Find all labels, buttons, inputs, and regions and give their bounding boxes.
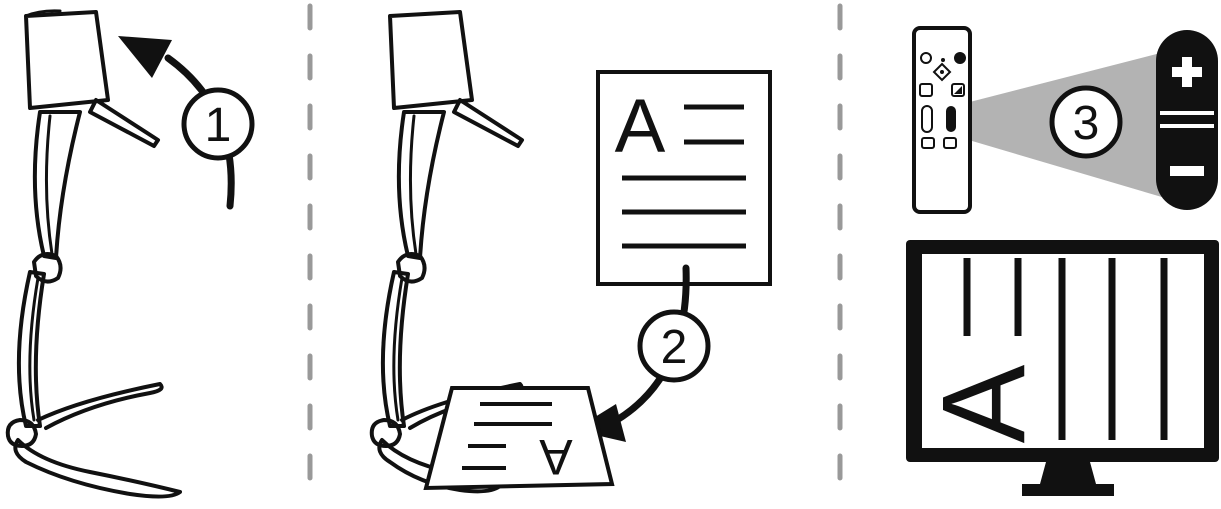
power-button-icon <box>920 52 932 64</box>
panel-1-raise-camera: 1 <box>5 9 255 499</box>
record-button-icon <box>954 52 966 64</box>
lower-arm-edge <box>392 276 404 422</box>
magnifier-device-2 <box>369 10 524 494</box>
upper-arm-edge <box>44 114 54 256</box>
pause-button-icon <box>921 137 935 149</box>
camera-flap <box>452 98 524 148</box>
document-letter-flipped: A <box>539 429 573 485</box>
panel-2-place-document: A 2 A <box>369 10 772 494</box>
zoom-minus-icon <box>1170 166 1204 176</box>
dot-icon <box>941 58 945 62</box>
zoom-plus-icon <box>1172 57 1202 87</box>
direction-pad-icon <box>932 62 952 82</box>
upper-arm <box>396 110 446 260</box>
zoom-rocker <box>1156 30 1218 210</box>
camera-head-top <box>24 9 62 18</box>
camera-flap <box>88 98 160 148</box>
camera-head <box>24 10 110 110</box>
camera-head <box>388 10 474 110</box>
document-on-base: A <box>423 386 615 491</box>
rotate-button-icon <box>919 83 933 97</box>
lower-arm-edge <box>28 276 40 422</box>
monitor-stand <box>1022 484 1114 496</box>
panel-3-adjust-zoom: 3 A <box>906 26 1219 496</box>
document-letter: A <box>615 84 666 169</box>
upper-arm <box>32 110 82 260</box>
step-2-badge: 2 <box>637 309 711 383</box>
panel-separators <box>307 3 843 508</box>
lower-arm <box>380 270 410 428</box>
step-1-badge: 1 <box>181 87 255 161</box>
base-rear <box>36 382 164 430</box>
monitor-neck <box>1040 462 1096 484</box>
lock-button-icon <box>943 137 957 149</box>
upper-arm-edge <box>408 114 418 256</box>
step-3-number: 3 <box>1073 97 1100 150</box>
step-1-number: 1 <box>205 99 232 152</box>
contrast-fill <box>954 86 962 94</box>
mode-button-icon <box>921 105 933 133</box>
step-2-number: 2 <box>661 321 688 374</box>
foot-hinge <box>5 418 38 448</box>
step-3-badge: 3 <box>1049 85 1123 159</box>
remote-control <box>912 26 972 214</box>
document-sheet: A <box>596 70 772 286</box>
foot-hinge <box>369 418 402 448</box>
magnifier-device-1 <box>5 9 182 499</box>
base-front <box>13 438 182 499</box>
zoom-button-icon <box>946 106 956 132</box>
screen-letter: A <box>918 364 1050 443</box>
raise-arrow-head <box>118 36 172 78</box>
lower-arm <box>16 270 46 428</box>
monitor: A <box>906 240 1219 496</box>
